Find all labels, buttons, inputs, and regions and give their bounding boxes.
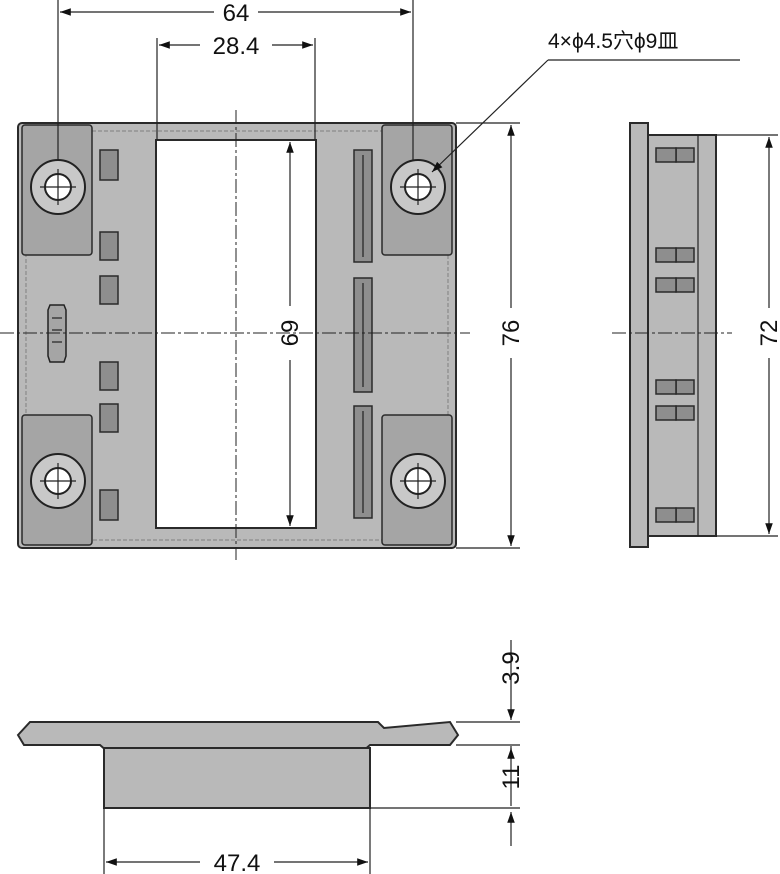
dimension-body-width: 47.4 xyxy=(103,808,371,874)
hole-callout: 4×ϕ4.5穴ϕ9皿 xyxy=(431,30,740,173)
hole-callout-label: 4×ϕ4.5穴ϕ9皿 xyxy=(548,30,678,53)
dimension-opening-height: 69 xyxy=(277,142,304,526)
side-flange xyxy=(629,122,649,548)
dim-body-width-label: 47.4 xyxy=(214,850,261,874)
dim-opening-height-label: 69 xyxy=(277,320,304,347)
bottom-view xyxy=(16,720,460,809)
dim-flange-thickness-label: 3.9 xyxy=(498,651,525,684)
dimension-opening-width: 28.4 xyxy=(156,33,316,140)
dimension-overall-height: 76 xyxy=(456,122,525,549)
dimension-side-height: 72 xyxy=(716,134,780,537)
dim-top-width-label: 64 xyxy=(223,0,250,27)
right-slots xyxy=(353,149,373,519)
dimension-top-width: 64 xyxy=(57,0,414,160)
plate-inner-edge xyxy=(25,130,449,541)
side-body xyxy=(647,134,717,537)
front-view xyxy=(0,110,470,560)
side-view xyxy=(612,122,732,548)
dim-opening-width-label: 28.4 xyxy=(213,33,260,60)
dimension-flange-thickness: 3.9 xyxy=(456,640,525,750)
dim-body-depth-label: 11 xyxy=(498,765,525,790)
dimension-body-depth: 11 xyxy=(370,748,525,846)
bottom-body xyxy=(103,747,371,809)
dim-side-height-label: 72 xyxy=(756,320,780,347)
bottom-flange xyxy=(16,720,460,753)
dim-overall-height-label: 76 xyxy=(498,320,525,347)
left-slots xyxy=(99,149,119,521)
side-clips xyxy=(655,147,695,523)
